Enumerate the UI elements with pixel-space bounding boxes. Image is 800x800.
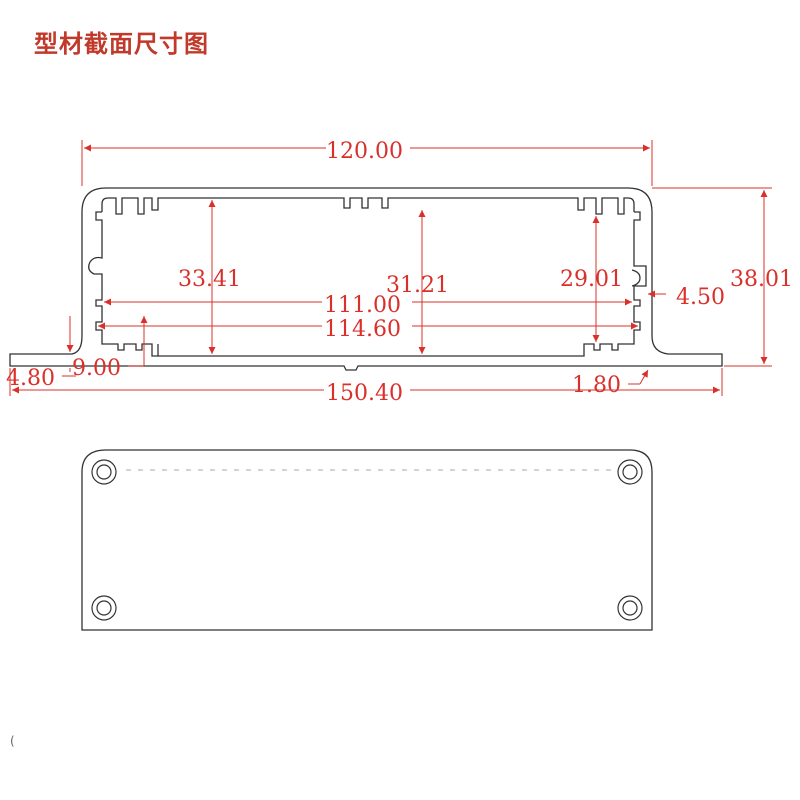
- end-cap-outline: [81, 449, 653, 631]
- mounting-hole-bottom-right: [617, 595, 643, 621]
- dim-slot-width: 4.50: [676, 285, 725, 310]
- dim-overall-inner-width: 120.00: [326, 139, 403, 164]
- dim-overall-height: 38.01: [730, 267, 793, 292]
- dim-overall-width: 150.40: [326, 381, 403, 406]
- drawing-title: 型材截面尺寸图: [34, 30, 209, 58]
- mounting-hole-top-right: [617, 459, 643, 485]
- cross-section-outline: [9, 187, 723, 371]
- dimension-lines: [9, 140, 772, 396]
- end-cap-view: [81, 449, 653, 631]
- dim-inner-span-a: 111.00: [324, 293, 401, 318]
- mounting-hole-bottom-left: [91, 595, 117, 621]
- dim-cavity-height-center: 31.21: [386, 273, 449, 298]
- dim-cavity-height-right: 29.01: [560, 267, 623, 292]
- dim-flange-thickness: 4.80: [6, 366, 55, 391]
- dim-inner-span-b: 114.60: [324, 317, 401, 342]
- dim-wall-thickness: 1.80: [572, 373, 621, 398]
- dim-flange-height: 9.00: [72, 356, 121, 381]
- stray-mark: (: [10, 734, 15, 748]
- dim-cavity-height-left: 33.41: [178, 267, 241, 292]
- mounting-hole-top-left: [91, 459, 117, 485]
